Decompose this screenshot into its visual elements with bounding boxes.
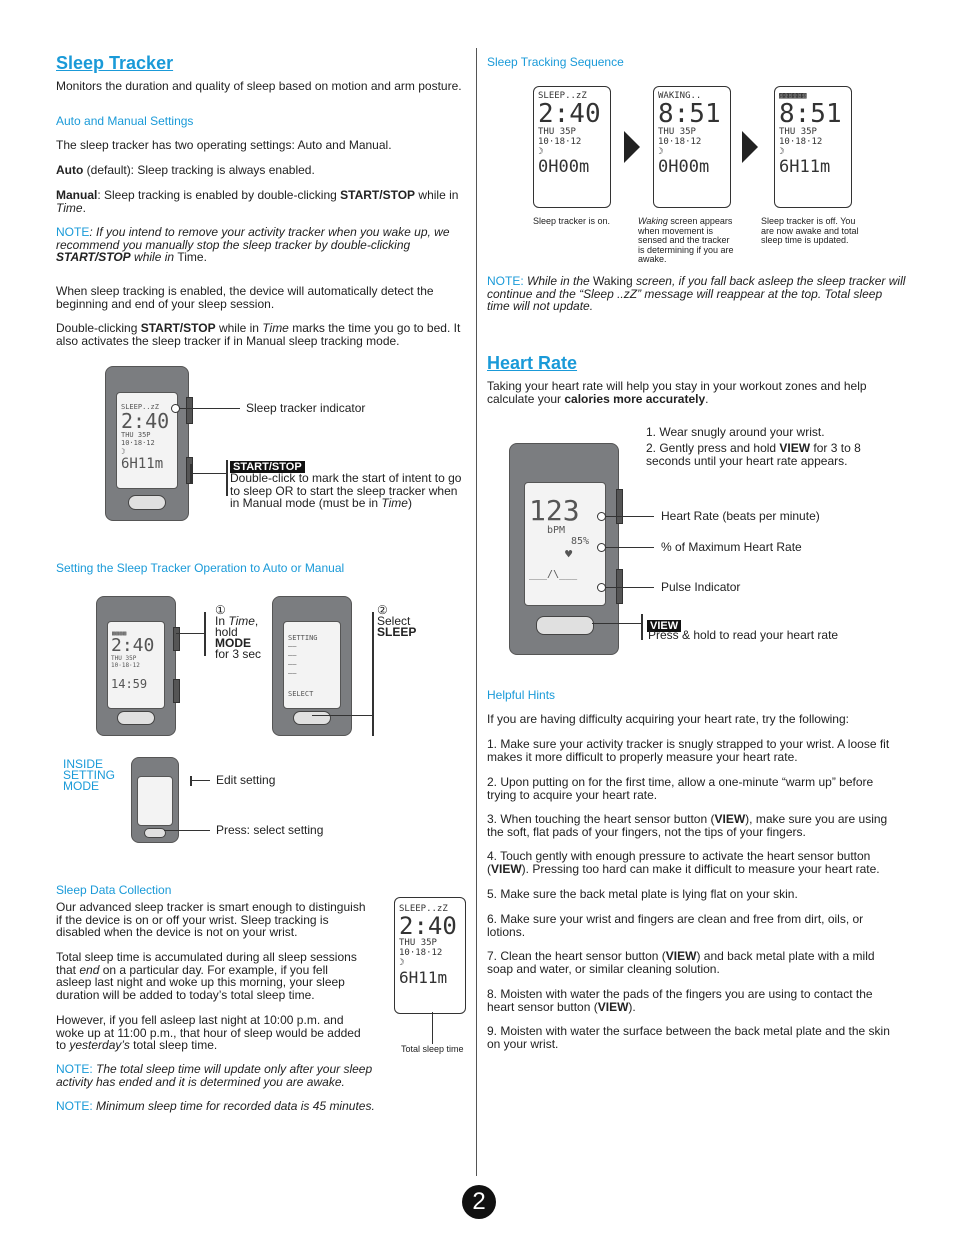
sequence-screen-on: SLEEP..zZ 2:40 THU 35P 10·18·12 ☽ 0H00m <box>533 86 611 208</box>
helpful-hints-heading: Helpful Hints <box>487 688 556 702</box>
heart-icon: ♥ <box>565 547 573 561</box>
hint-8: 8. Moisten with water the pads of the fi… <box>487 987 873 1014</box>
tracker-device-small <box>131 757 179 843</box>
enabled-text: When sleep tracking is enabled, the devi… <box>56 284 434 311</box>
startstop-description: Double-click to mark the start of intent… <box>230 471 462 510</box>
heart-rate-value: 123 <box>529 494 580 527</box>
sequence-screen-waking: WAKING.. 8:51 THU 35P 10·18·12 ☽ 0H00m <box>653 86 731 208</box>
hint-9: 9. Moisten with water the surface betwee… <box>487 1024 890 1051</box>
max-hr-label: % of Maximum Heart Rate <box>661 540 802 554</box>
sequence-note: NOTE: While in the Waking screen, if you… <box>487 274 906 313</box>
data-collection-heading: Sleep Data Collection <box>56 883 172 897</box>
screen-date: 10·18·12 <box>121 439 155 447</box>
setting-heading: Setting the Sleep Tracker Operation to A… <box>56 561 345 575</box>
tracker-device-heart: 123 bPM 85% ♥ ___/\___ <box>509 443 623 655</box>
moon-icon: ☽ <box>779 147 785 157</box>
hint-4: 4. Touch gently with enough pressure to … <box>487 849 880 876</box>
auto-setting-text: Auto (default): Sleep tracking is always… <box>56 163 315 177</box>
arrow-right-icon <box>624 131 640 163</box>
inside-setting-mode-label: INSIDE SETTING MODE <box>63 757 116 793</box>
indicator-dot <box>171 404 180 413</box>
view-button[interactable] <box>536 616 594 635</box>
data-paragraph-1: Our advanced sleep tracker is smart enou… <box>56 900 366 939</box>
heart-step-1: 1. Wear snugly around your wrist. <box>646 425 825 439</box>
data-paragraph-3: However, if you fell asleep last night a… <box>56 1013 361 1052</box>
heart-rate-title: Heart Rate <box>487 353 578 373</box>
view-button[interactable] <box>128 495 166 510</box>
hint-6: 6. Make sure your wrist and fingers are … <box>487 912 864 939</box>
screen-sleep-tag: SLEEP..zZ <box>121 403 159 411</box>
sequence-caption-on: Sleep tracker is on. <box>533 216 611 226</box>
step1-instruction: ① In Time, hold MODE for 3 sec <box>215 603 262 661</box>
moon-icon: ☽ <box>538 147 544 157</box>
hints-intro: If you are having difficulty acquiring y… <box>487 712 849 726</box>
max-hr-percent: 85% <box>571 536 590 547</box>
max-hr-dot <box>597 543 606 552</box>
auto-manual-heading: Auto and Manual Settings <box>56 114 194 128</box>
edit-setting-label: Edit setting <box>216 773 276 787</box>
sleep-intro: Monitors the duration and quality of sle… <box>56 79 462 93</box>
view-description: Press & hold to read your heart rate <box>648 628 839 642</box>
pulse-indicator-label: Pulse Indicator <box>661 580 741 594</box>
page-number: 2 <box>462 1185 496 1219</box>
step2-instruction: ② Select SLEEP <box>377 603 417 639</box>
double-click-text: Double-clicking START/STOP while in Time… <box>56 321 461 348</box>
note-total-sleep: NOTE: The total sleep time will update o… <box>56 1062 373 1089</box>
startstop-side-button[interactable] <box>173 679 180 703</box>
heart-rate-dot <box>597 512 606 521</box>
hint-3: 3. When touching the heart sensor button… <box>487 812 888 839</box>
pulse-dot <box>597 583 606 592</box>
manual-setting-text: Manual: Sleep tracking is enabled by dou… <box>56 188 459 215</box>
sequence-screen-off: ▩▩▩▩▩▩ 8:51 THU 35P 10·18·12 ☽ 6H11m <box>774 86 852 208</box>
startstop-side-button[interactable] <box>186 457 193 484</box>
tracker-device-setting: SETTING ———————— SELECT <box>272 596 352 736</box>
screen-time: 2:40 <box>121 409 170 433</box>
tracker-device-sleep: SLEEP..zZ 2:40 THU 35P 10·18·12 ☽ 6H11m <box>105 366 193 521</box>
sleep-indicator-label: Sleep tracker indicator <box>246 401 366 415</box>
heart-rate-label: Heart Rate (beats per minute) <box>661 509 820 523</box>
data-paragraph-2: Total sleep time is accumulated during a… <box>56 950 357 1002</box>
moon-icon: ☽ <box>658 147 664 157</box>
view-button[interactable] <box>293 711 331 725</box>
hint-1: 1. Make sure your activity tracker is sn… <box>487 737 890 764</box>
moon-icon: ☽ <box>399 958 405 968</box>
sequence-caption-off: Sleep tracker is off. You are now awake … <box>761 216 859 246</box>
startstop-side-button[interactable] <box>616 569 623 604</box>
heart-intro: Taking your heart rate will help you sta… <box>487 379 867 406</box>
mode-side-button[interactable] <box>616 489 623 524</box>
device-screen: SLEEP..zZ 2:40 THU 35P 10·18·12 ☽ 6H11m <box>116 392 178 489</box>
heart-step-2: 2. Gently press and hold VIEW for 3 to 8… <box>646 441 861 468</box>
sequence-caption-waking: Waking screen appears when movement is s… <box>638 216 734 265</box>
total-sleep-screen: SLEEP..zZ 2:40 THU 35P 10·18·12 ☽ 6H11m <box>394 897 466 1014</box>
moon-icon: ☽ <box>121 447 126 456</box>
mode-side-button[interactable] <box>186 397 193 424</box>
hint-7: 7. Clean the heart sensor button (VIEW) … <box>487 949 875 976</box>
screen-steps: 14:59 <box>111 677 148 691</box>
two-settings-text: The sleep tracker has two operating sett… <box>56 138 392 152</box>
hint-2: 2. Upon putting on for the first time, a… <box>487 775 874 802</box>
screen-duration: 6H11m <box>121 456 164 472</box>
tracker-device-time: ▩▩▩▩ 2:40 THU 35P 10·18·12 14:59 <box>96 596 180 736</box>
arrow-right-icon <box>742 131 758 163</box>
hint-5: 5. Make sure the back metal plate is lyi… <box>487 887 798 901</box>
column-divider <box>476 48 477 1176</box>
mode-side-button[interactable] <box>173 627 180 651</box>
note-minimum-sleep: NOTE: Minimum sleep time for recorded da… <box>56 1099 375 1113</box>
startstop-badge: START/STOP <box>230 457 305 475</box>
sleep-tracker-title: Sleep Tracker <box>56 53 174 73</box>
press-select-label: Press: select setting <box>216 823 324 837</box>
view-button[interactable] <box>117 711 155 725</box>
sequence-heading: Sleep Tracking Sequence <box>487 55 624 69</box>
bpm-unit: bPM <box>547 525 566 536</box>
note-remove-tracker: NOTE: If you intend to remove your activ… <box>56 225 450 264</box>
total-sleep-caption: Total sleep time <box>401 1044 464 1054</box>
view-button[interactable] <box>144 828 166 838</box>
view-badge: VIEW <box>647 616 682 634</box>
